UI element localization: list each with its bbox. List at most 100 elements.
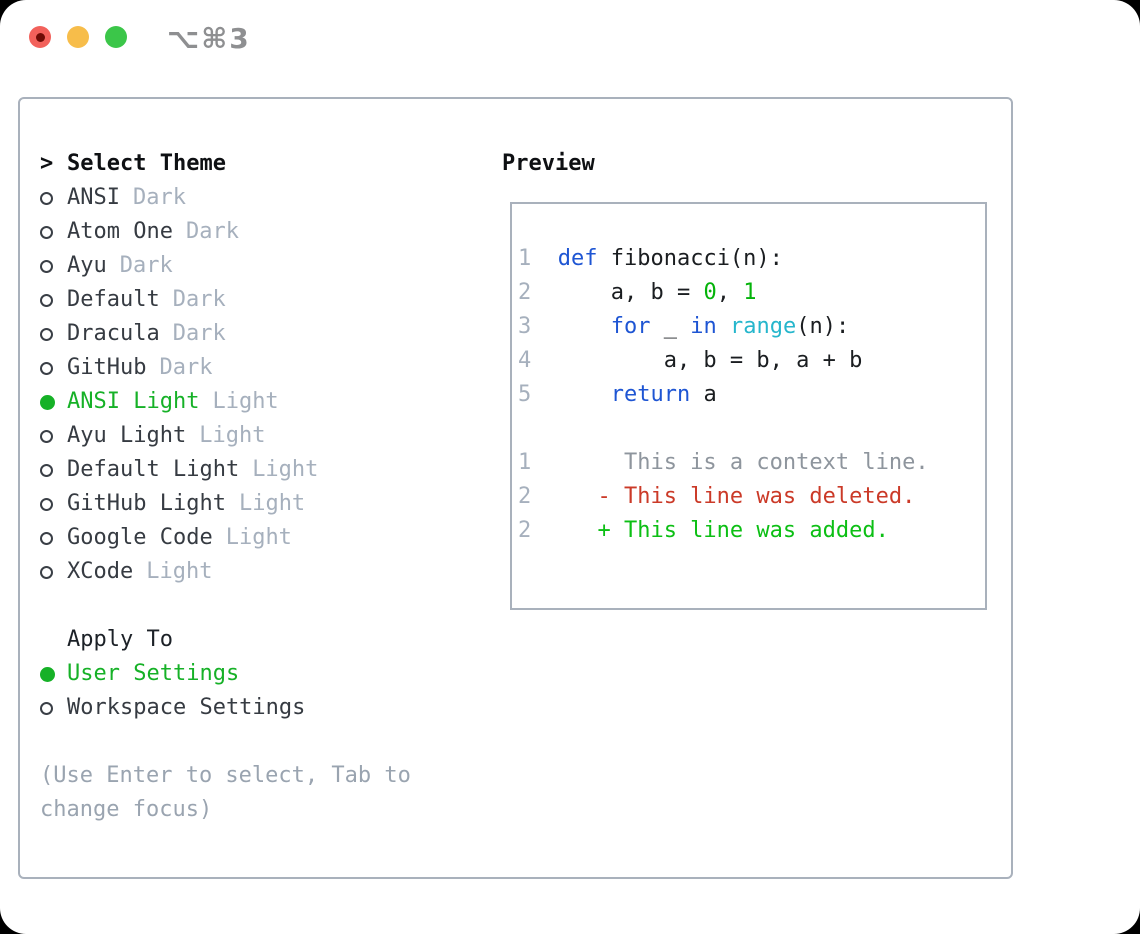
titlebar: ⌥⌘3	[0, 0, 1140, 76]
option-label: Ayu Light	[67, 423, 187, 448]
option-label: GitHub	[67, 355, 147, 380]
theme-option[interactable]: ANSI Dark	[40, 181, 442, 215]
radio-icon	[40, 225, 53, 239]
radio-icon	[40, 701, 53, 715]
line-number: 1	[518, 450, 532, 475]
radio-icon	[40, 293, 53, 307]
code-token: a, b =	[557, 280, 704, 305]
radio-icon	[40, 191, 53, 205]
spacer	[40, 725, 442, 759]
code-line: 4 a, b = b, a + b	[518, 344, 985, 378]
select-theme-header: > Select Theme	[40, 147, 442, 181]
option-label: Ayu	[67, 253, 107, 278]
theme-picker-dialog: > Select Theme ANSI Dark Atom One Dark A…	[18, 97, 1013, 879]
option-label: ANSI	[67, 185, 120, 210]
theme-option[interactable]: Google Code Light	[40, 521, 442, 555]
code-token: This is a context line.	[557, 450, 929, 475]
line-number: 3	[518, 314, 532, 339]
theme-list: ANSI Dark Atom One Dark Ayu Dark Default…	[40, 181, 442, 589]
code-token: _	[650, 314, 691, 339]
option-variant-label: Dark	[132, 185, 186, 210]
option-variant-label: Light	[225, 525, 292, 550]
option-variant-label: Dark	[159, 355, 213, 380]
window-shortcut-label: ⌥⌘3	[167, 22, 251, 55]
option-variant-label: Light	[199, 423, 266, 448]
preview-title: Preview	[502, 151, 595, 176]
apply-to-option[interactable]: Workspace Settings	[40, 691, 442, 725]
theme-option[interactable]: ANSI Light Light	[40, 385, 442, 419]
option-variant-label: Light	[252, 457, 319, 482]
theme-option[interactable]: GitHub Light Light	[40, 487, 442, 521]
radio-icon	[40, 531, 53, 545]
theme-option[interactable]: Ayu Light Light	[40, 419, 442, 453]
option-label: Google Code	[67, 525, 213, 550]
theme-panel: > Select Theme ANSI Dark Atom One Dark A…	[40, 147, 442, 827]
radio-icon	[40, 497, 53, 511]
keyboard-hint: (Use Enter to select, Tab to change focu…	[40, 763, 411, 822]
code-token: for	[610, 314, 651, 339]
radio-icon	[40, 361, 53, 375]
code-token: a, b = b, a + b	[557, 348, 863, 373]
line-number: 2	[518, 280, 532, 305]
code-token: (n):	[796, 314, 850, 339]
radio-icon	[40, 259, 53, 273]
theme-option[interactable]: Atom One Dark	[40, 215, 442, 249]
option-label: Atom One	[67, 219, 173, 244]
maximize-button[interactable]	[105, 26, 127, 48]
option-variant-label: Light	[146, 559, 213, 584]
line-number: 5	[518, 382, 532, 407]
theme-option[interactable]: Default Light Light	[40, 453, 442, 487]
option-label: User Settings	[67, 661, 240, 686]
radio-icon	[40, 429, 53, 443]
select-theme-title: Select Theme	[67, 151, 226, 176]
radio-icon	[40, 394, 55, 410]
apply-to-option[interactable]: User Settings	[40, 657, 442, 691]
apply-to-header: Apply To	[67, 627, 173, 652]
line-number: 4	[518, 348, 532, 373]
line-number: 2	[518, 484, 532, 509]
option-variant-label: Dark	[185, 219, 239, 244]
code-token: in	[690, 314, 717, 339]
code-line: 3 for _ in range(n):	[518, 310, 985, 344]
radio-icon	[40, 463, 53, 477]
line-number: 1	[518, 246, 532, 271]
option-label: XCode	[67, 559, 134, 584]
code-token	[558, 382, 611, 407]
option-variant-label: Dark	[119, 253, 173, 278]
close-button[interactable]	[29, 26, 51, 48]
option-label: Dracula	[67, 321, 160, 346]
option-variant-label: Dark	[172, 287, 226, 312]
radio-icon	[40, 666, 55, 682]
option-variant-label: Dark	[172, 321, 226, 346]
code-token: ,	[716, 280, 744, 305]
code-token: return	[610, 382, 691, 407]
minimize-button[interactable]	[67, 26, 89, 48]
theme-option[interactable]: XCode Light	[40, 555, 442, 589]
code-token	[558, 314, 611, 339]
code-line	[518, 412, 985, 446]
code-line: 5 return a	[518, 378, 985, 412]
code-token: range	[729, 314, 797, 339]
code-token	[717, 314, 730, 339]
theme-option[interactable]: Ayu Dark	[40, 249, 442, 283]
option-label: GitHub Light	[67, 491, 226, 516]
theme-option[interactable]: Default Dark	[40, 283, 442, 317]
radio-icon	[40, 565, 53, 579]
radio-icon	[40, 327, 53, 341]
line-number: 2	[518, 518, 532, 543]
theme-option[interactable]: Dracula Dark	[40, 317, 442, 351]
code-token: + This line was added.	[557, 518, 889, 543]
option-variant-label: Light	[238, 491, 306, 516]
code-token: fibonacci(n):	[597, 246, 783, 271]
spacer	[40, 589, 442, 623]
cursor-arrow-icon: >	[40, 151, 54, 176]
theme-option[interactable]: GitHub Dark	[40, 351, 442, 385]
code-token: - This line was deleted.	[557, 484, 916, 509]
code-line: 2 - This line was deleted.	[518, 480, 985, 514]
apply-to-list: User Settings Workspace Settings	[40, 657, 442, 725]
option-label: Default	[67, 287, 160, 312]
